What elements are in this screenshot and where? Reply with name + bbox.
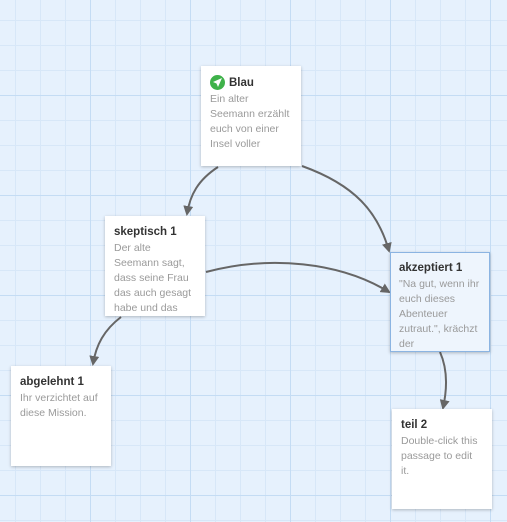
- passage-title-text: Blau: [229, 76, 254, 89]
- link-skeptisch-to-akzeptiert: [205, 261, 391, 294]
- passage-excerpt: Ein alter Seemann erzählt euch von einer…: [210, 93, 290, 150]
- passage-title: Blau: [210, 75, 292, 90]
- rocket-icon: [210, 75, 225, 90]
- passage-title: teil 2: [401, 419, 428, 431]
- link-akzeptiert-to-teil2: [439, 351, 450, 410]
- passage-card-teil-2[interactable]: teil 2 Double-click this passage to edit…: [392, 409, 492, 509]
- link-blau-to-skeptisch: [183, 166, 219, 216]
- passage-excerpt: Double-click this passage to edit it.: [401, 435, 478, 477]
- passage-card-akzeptiert[interactable]: akzeptiert 1 "Na gut, wenn ihr euch dies…: [390, 252, 490, 352]
- passage-card-blau[interactable]: Blau Ein alter Seemann erzählt euch von …: [201, 66, 301, 166]
- passage-excerpt: Der alte Seemann sagt, dass seine Frau d…: [114, 242, 192, 314]
- passage-card-abgelehnt[interactable]: abgelehnt 1 Ihr verzichtet auf diese Mis…: [11, 366, 111, 466]
- passage-title: skeptisch 1: [114, 226, 177, 238]
- passage-title: abgelehnt 1: [20, 376, 84, 388]
- link-blau-to-akzeptiert: [301, 165, 392, 253]
- link-skeptisch-to-abgelehnt: [89, 316, 122, 366]
- passage-excerpt: "Na gut, wenn ihr euch dieses Abenteuer …: [399, 278, 480, 350]
- passage-title: akzeptiert 1: [399, 262, 463, 274]
- passage-excerpt: Ihr verzichtet auf diese Mission.: [20, 392, 98, 419]
- passage-card-skeptisch[interactable]: skeptisch 1 Der alte Seemann sagt, dass …: [105, 216, 205, 316]
